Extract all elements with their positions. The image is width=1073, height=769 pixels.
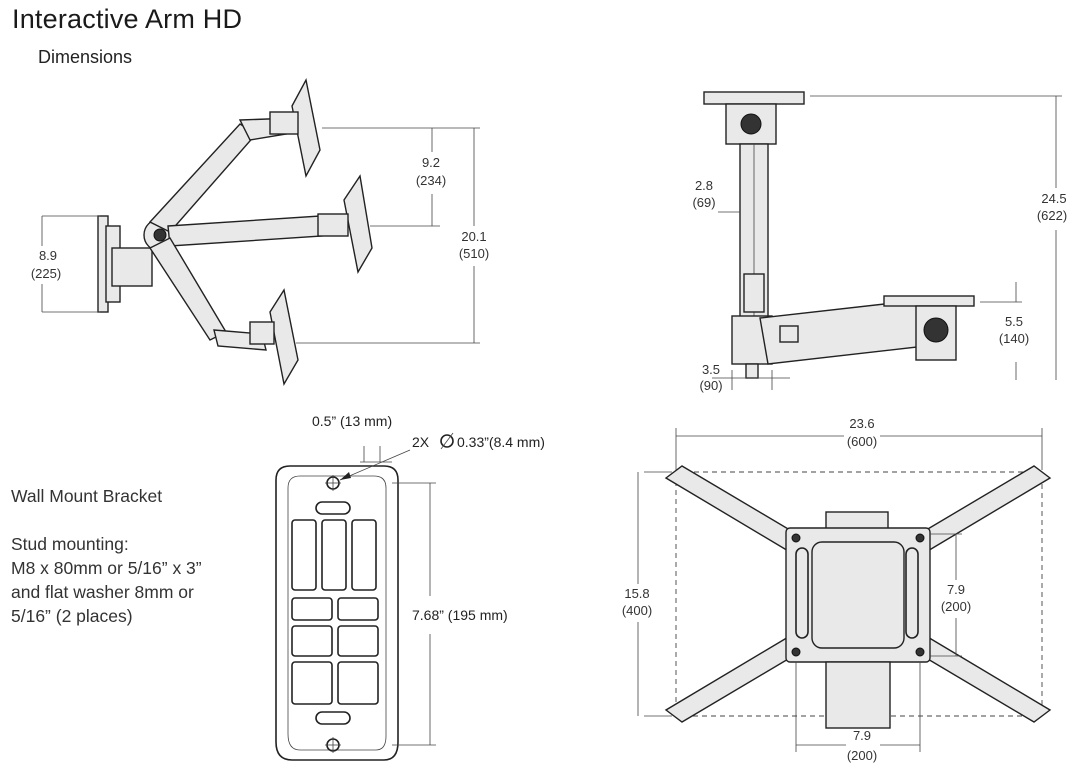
dim-base-mm: (90) <box>699 378 722 393</box>
bracket-line: M8 x 80mm or 5/16” x 3” <box>11 558 202 578</box>
dim-drop-mm: (140) <box>999 331 1029 346</box>
dim-inner-h-value: 7.9 <box>853 728 871 743</box>
dim-offset-value: 2.8 <box>695 178 713 193</box>
dim-upper-mm: (234) <box>416 173 446 188</box>
dim-bracket-height: 7.68” (195 mm) <box>412 607 508 623</box>
dim-edge-label: 0.5” (13 mm) <box>312 413 392 429</box>
dim-offset-mm: (69) <box>692 195 715 210</box>
dim-plate-value: 8.9 <box>39 248 57 263</box>
dim-drop-value: 5.5 <box>1005 314 1023 329</box>
bracket-description: Stud mounting: M8 x 80mm or 5/16” x 3” a… <box>11 532 271 628</box>
page-title: Interactive Arm HD <box>12 4 243 34</box>
bracket-heading: Wall Mount Bracket <box>11 486 163 506</box>
front-view-drawing <box>703 91 1062 390</box>
section-subtitle: Dimensions <box>38 47 133 67</box>
dim-inner-h-mm: (200) <box>847 748 877 763</box>
dim-hole-diameter: 0.33”(8.4 mm) <box>457 434 545 450</box>
dim-vesa-height-mm: (400) <box>622 603 652 618</box>
dim-total-value: 20.1 <box>461 229 486 244</box>
dim-inner-v-mm: (200) <box>941 599 971 614</box>
dim-base-value: 3.5 <box>702 362 720 377</box>
bracket-drawing <box>275 432 454 761</box>
dim-vesa-width-value: 23.6 <box>849 416 874 431</box>
dim-height-mm: (622) <box>1037 208 1067 223</box>
bracket-line: Stud mounting: <box>11 534 129 554</box>
dim-plate-mm: (225) <box>31 266 61 281</box>
vesa-view-drawing <box>637 428 1052 752</box>
dim-vesa-width-mm: (600) <box>847 434 877 449</box>
side-view-drawing <box>41 77 480 386</box>
dim-hole-qty: 2X <box>412 434 430 450</box>
bracket-line: and flat washer 8mm or <box>11 582 194 602</box>
dim-upper-value: 9.2 <box>422 155 440 170</box>
dim-inner-v-value: 7.9 <box>947 582 965 597</box>
dim-vesa-height-value: 15.8 <box>624 586 649 601</box>
dim-height-value: 24.5 <box>1041 191 1066 206</box>
dim-total-mm: (510) <box>459 246 489 261</box>
bracket-line: 5/16” (2 places) <box>11 606 133 626</box>
